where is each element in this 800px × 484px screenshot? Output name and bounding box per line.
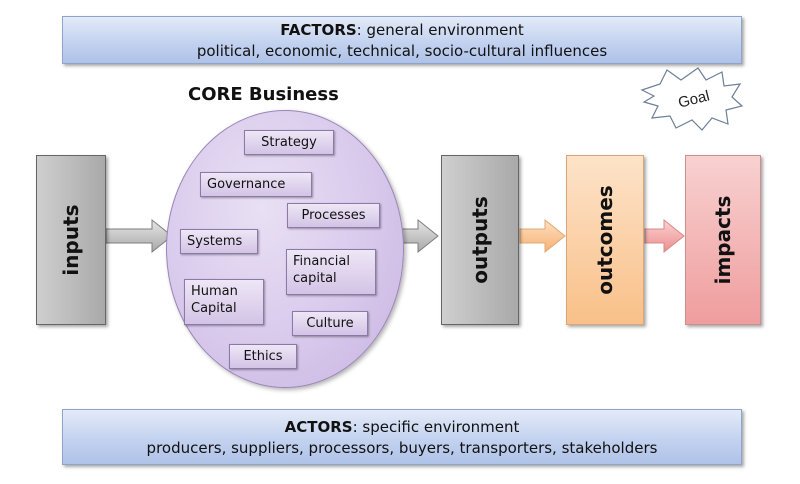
inputs-box: inputs: [36, 155, 106, 325]
human-capital-line-1: Human: [191, 284, 238, 299]
factors-line-1: FACTORS: general environment: [63, 20, 741, 41]
goal-starburst: Goal: [640, 67, 744, 131]
chip-systems: Systems: [180, 229, 258, 254]
arrow-outcomes-to-impacts: [644, 218, 685, 254]
actors-line-2: producers, suppliers, processors, buyers…: [146, 439, 658, 457]
actors-line-1: ACTORS: specific environment: [63, 417, 741, 438]
factors-line-2: political, economic, technical, socio-cu…: [196, 42, 608, 60]
impacts-box: impacts: [685, 155, 761, 325]
chip-processes: Processes: [287, 203, 380, 228]
outputs-box: outputs: [441, 155, 519, 325]
outcomes-box: outcomes: [566, 155, 644, 325]
chip-human-capital: Human Capital: [184, 279, 264, 325]
financial-capital-line-2: capital: [293, 271, 337, 286]
core-business-title: CORE Business: [188, 84, 339, 105]
factors-heading: FACTORS: [280, 21, 357, 39]
chip-governance: Governance: [200, 172, 312, 197]
chip-financial-capital: Financial capital: [286, 249, 376, 295]
chip-ethics: Ethics: [229, 344, 297, 369]
outputs-label: outputs: [468, 196, 492, 284]
impacts-label: impacts: [711, 195, 735, 285]
goal-burst-icon: [640, 67, 744, 131]
arrow-core-to-outputs: [399, 218, 439, 254]
outcomes-label: outcomes: [593, 185, 617, 295]
chip-strategy: Strategy: [244, 130, 334, 155]
factors-banner: FACTORS: general environment political, …: [62, 16, 742, 64]
actors-banner: ACTORS: specific environment producers, …: [62, 409, 742, 465]
actors-subheading: : specific environment: [352, 418, 520, 436]
financial-capital-line-1: Financial: [293, 254, 350, 269]
human-capital-line-2: Capital: [191, 301, 237, 316]
arrow-outputs-to-outcomes: [519, 218, 566, 254]
actors-heading: ACTORS: [284, 418, 353, 436]
factors-subheading: : general environment: [356, 21, 524, 39]
inputs-label: inputs: [59, 204, 83, 276]
chip-culture: Culture: [292, 311, 368, 336]
arrow-inputs-to-core: [105, 218, 173, 254]
